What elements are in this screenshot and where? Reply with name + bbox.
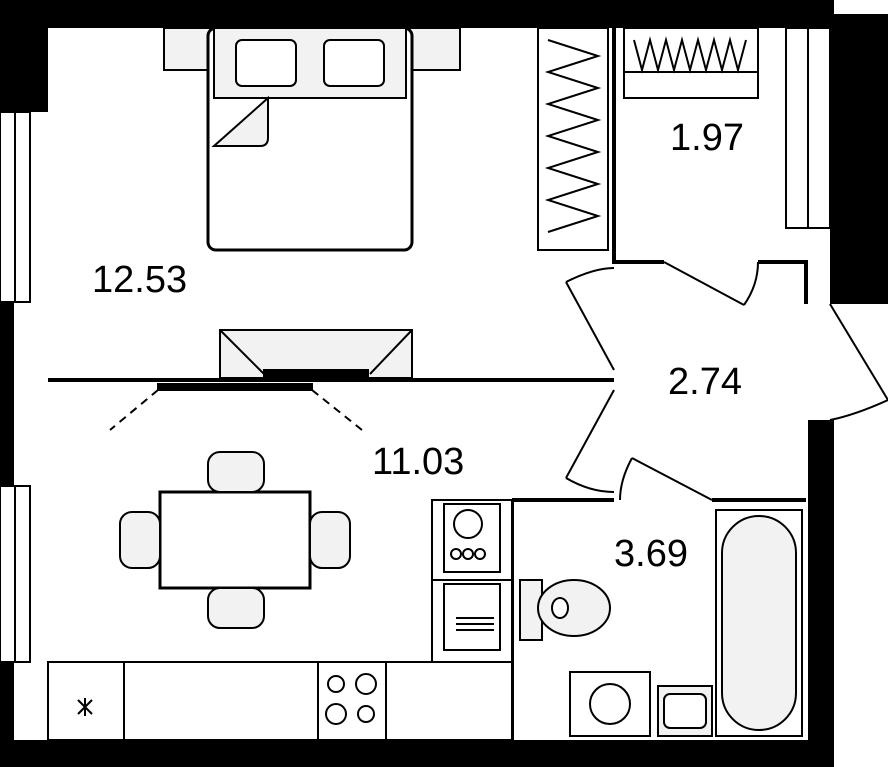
bathtub-icon: [715, 509, 803, 737]
chair-icon: [119, 511, 161, 569]
wall-bottom: [0, 740, 834, 767]
tv-cabinet: [219, 329, 413, 379]
dining-table: [119, 451, 351, 629]
wardrobe: [537, 27, 759, 251]
stove-icon: [317, 661, 387, 741]
doors: [565, 261, 888, 501]
tv-icon: [109, 383, 363, 431]
window-left-upper: [0, 111, 31, 303]
washbasin-icon: [657, 685, 713, 737]
window-right: [785, 27, 831, 229]
wall-right-top: [830, 14, 888, 304]
wall-right-bottom: [806, 420, 834, 767]
window-left-lower: [0, 485, 31, 663]
chair-icon: [207, 587, 265, 629]
toilet-icon: [519, 579, 611, 641]
room-area-bedroom: 12.53: [92, 259, 187, 301]
chair-icon: [309, 511, 351, 569]
fridge-icon: [77, 698, 93, 716]
chair-icon: [207, 451, 265, 493]
kitchen-counter: [47, 499, 513, 741]
room-area-hallway: 2.74: [668, 361, 742, 403]
wall-left-upper: [0, 0, 48, 112]
area-labels: 12.53 1.97 2.74 11.03 3.69: [92, 117, 744, 575]
room-area-kitchen-living: 11.03: [372, 441, 464, 483]
pillow-icon: [235, 39, 297, 87]
bed: [163, 26, 461, 252]
wall-top: [0, 0, 888, 28]
sink-icon: [443, 583, 501, 651]
room-area-bathroom: 3.69: [614, 533, 688, 575]
pillow-icon: [323, 39, 385, 87]
washing-machine-icon: [569, 671, 651, 737]
room-area-closet: 1.97: [670, 117, 744, 159]
